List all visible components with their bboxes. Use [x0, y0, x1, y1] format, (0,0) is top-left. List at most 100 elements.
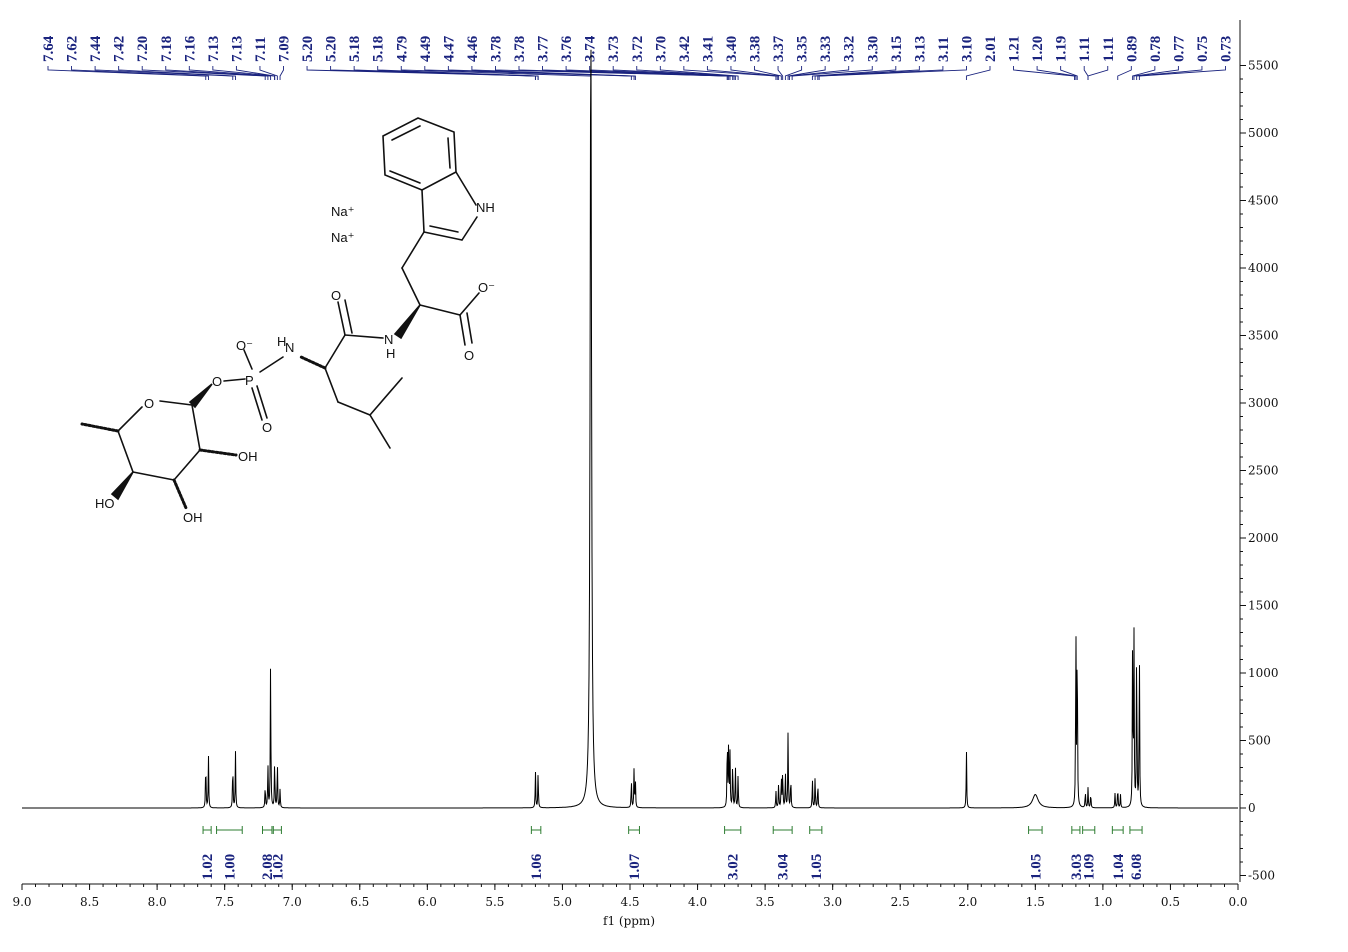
peak-leader-line — [636, 66, 736, 80]
spectrum-line — [22, 49, 1238, 809]
peak-shift-label: 7.16 — [182, 35, 198, 62]
integral-value-label: 6.08 — [1129, 854, 1145, 880]
y-tick-label: 4000 — [1248, 261, 1279, 275]
indole-benzene-ring — [382, 117, 457, 191]
x-tick-label: 7.5 — [215, 895, 234, 909]
peak-shift-label: 0.89 — [1124, 36, 1140, 62]
peak-shift-label: 1.11 — [1101, 37, 1117, 62]
peak-shift-label: 7.13 — [206, 36, 222, 62]
y-tick-label: 5500 — [1248, 59, 1279, 73]
peak-shift-label: 7.18 — [159, 36, 175, 62]
peak-leader-line — [784, 66, 803, 80]
peak-shift-label: 5.20 — [300, 36, 316, 62]
peak-leader-line — [279, 66, 284, 80]
spectrum-trace — [22, 49, 1238, 809]
phosphoramide-n-label: N — [285, 340, 294, 355]
peak-shift-label: 3.40 — [724, 36, 740, 62]
x-tick-label: 8.0 — [148, 895, 167, 909]
x-tick-label: 4.5 — [620, 895, 639, 909]
peak-shift-label: 3.76 — [559, 35, 575, 62]
integral-value-label: 1.07 — [627, 853, 643, 880]
amide-o-label: O — [331, 288, 341, 303]
peak-leader-line — [118, 66, 236, 80]
x-axis-label: f1 (ppm) — [603, 914, 655, 928]
peak-shift-label: 7.09 — [277, 36, 293, 62]
phosphate-double-o-label: O — [262, 420, 272, 435]
x-tick-label: 6.5 — [350, 895, 369, 909]
peak-shift-label: 3.30 — [865, 36, 881, 62]
molecule-labels: Na⁺ Na⁺ NH O⁻ O O N H N H O⁻ P O O O OH … — [95, 200, 495, 525]
peak-leader-line — [1060, 66, 1078, 80]
y-tick-label: 3000 — [1248, 396, 1279, 410]
x-tick-label: 5.5 — [485, 895, 504, 909]
peak-leader-line — [788, 66, 850, 80]
integral-value-label: 3.03 — [1069, 854, 1085, 880]
integral-value-label: 1.00 — [222, 854, 238, 880]
peak-shift-label: 3.78 — [488, 36, 504, 62]
peak-leader-lines — [47, 66, 1226, 80]
peak-leader-line — [1083, 66, 1089, 80]
peak-shift-label: 3.38 — [748, 36, 764, 62]
peak-leader-line — [165, 66, 269, 80]
integral-value-label: 1.09 — [1082, 854, 1098, 880]
x-tick-label: 2.0 — [958, 895, 977, 909]
carbonyl-o-label: O — [464, 348, 474, 363]
peak-shift-label: 7.11 — [253, 37, 269, 62]
peak-shift-label: 0.78 — [1148, 36, 1164, 62]
x-tick-label: 8.5 — [80, 895, 99, 909]
x-tick-label: 3.0 — [823, 895, 842, 909]
peak-leader-line — [1136, 66, 1203, 80]
ring-o-label: O — [144, 396, 154, 411]
peak-leader-line — [818, 66, 967, 80]
peak-shift-label: 3.32 — [842, 36, 858, 62]
phosphoramide-h-label: H — [277, 334, 286, 349]
peak-shift-label: 3.37 — [771, 35, 787, 62]
sodium-ion-label-1: Na⁺ — [331, 204, 354, 219]
peak-leader-line — [706, 66, 778, 80]
peak-shift-label: 7.62 — [65, 36, 81, 62]
peak-leader-line — [1117, 66, 1132, 80]
peak-shift-label: 0.77 — [1171, 35, 1187, 62]
integral-value-label: 1.06 — [529, 853, 545, 880]
peak-leader-line — [71, 66, 209, 80]
sodium-ion-label-2: Na⁺ — [331, 230, 354, 245]
peak-shift-label: 1.20 — [1030, 36, 1046, 62]
indole-nh-label: NH — [476, 200, 495, 215]
y-tick-label: 5000 — [1248, 126, 1279, 140]
phosphate-o-minus-label: O⁻ — [236, 338, 253, 353]
y-tick-label: 2000 — [1248, 531, 1279, 545]
peak-leader-line — [1133, 66, 1179, 80]
peak-leader-line — [787, 66, 826, 80]
c4-ho-label: HO — [95, 496, 115, 511]
amide-n-label: N — [384, 332, 393, 347]
peak-leader-line — [814, 66, 920, 80]
peak-shift-label: 3.74 — [583, 35, 599, 62]
peak-shift-label: 3.78 — [512, 36, 528, 62]
peak-leader-line — [542, 66, 730, 80]
x-tick-label: 2.5 — [891, 895, 910, 909]
peak-leader-line — [777, 66, 784, 80]
x-tick-label: 1.5 — [1026, 895, 1045, 909]
peak-shift-label: 7.13 — [229, 36, 245, 62]
peak-leader-line — [754, 66, 782, 80]
peak-shift-label: 5.18 — [371, 36, 387, 62]
peak-shift-label: 5.20 — [324, 36, 340, 62]
x-tick-label: 4.0 — [688, 895, 707, 909]
peak-shift-label: 5.18 — [347, 36, 363, 62]
y-tick-label: 4500 — [1248, 194, 1279, 208]
peak-leader-line — [730, 66, 780, 80]
peak-leader-line — [377, 66, 539, 80]
c3-oh-label: OH — [183, 510, 203, 525]
peak-shift-label: 7.64 — [41, 35, 57, 62]
carboxylate-o-label: O⁻ — [478, 280, 495, 295]
x-tick-label: 6.0 — [418, 895, 437, 909]
x-tick-label: 5.0 — [553, 895, 572, 909]
peak-shift-label: 3.10 — [959, 36, 975, 62]
x-tick-label: 0.0 — [1228, 895, 1247, 909]
peak-shift-label: 3.42 — [677, 36, 693, 62]
x-tick-label: 3.5 — [756, 895, 775, 909]
